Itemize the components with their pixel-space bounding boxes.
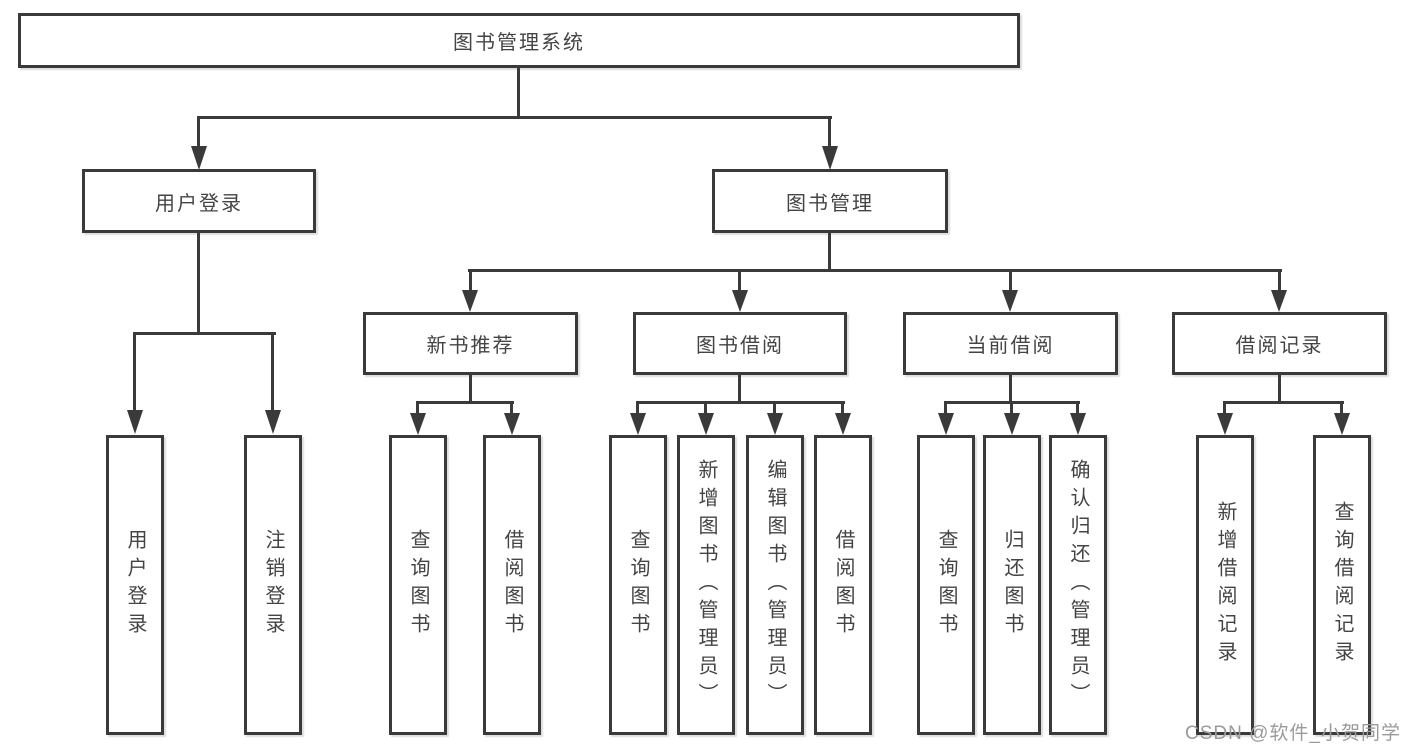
arrowhead-down-icon <box>835 413 851 435</box>
arrowhead-down-icon <box>127 410 143 434</box>
connector-stub-leaf <box>416 401 419 414</box>
connector-stub-user-login <box>197 116 200 146</box>
connector-group-drop <box>1278 375 1281 404</box>
connector-root-drop <box>517 68 520 118</box>
arrowhead-down-icon <box>1070 413 1086 435</box>
connector-stub-leaf <box>133 332 136 410</box>
connector-stub-leaf <box>1340 401 1343 414</box>
arrowhead-down-icon <box>462 290 478 312</box>
leaf-logout: 注销登录 <box>244 435 302 735</box>
node-library-management-system: 图书管理系统 <box>18 13 1020 68</box>
connector-group-horizontal <box>1223 401 1344 404</box>
leaf-user-login: 用户登录 <box>106 435 164 735</box>
connector-stub-leaf <box>841 401 844 414</box>
connector-level3-horizontal <box>468 269 1282 272</box>
leaf-add-borrow-record: 新增借阅记录 <box>1196 435 1254 735</box>
leaf-query-books: 查询图书 <box>389 435 447 735</box>
connector-stub-book-borrow <box>738 269 741 290</box>
connector-stub-current-borrow <box>1009 269 1012 290</box>
connector-group-drop <box>738 375 741 404</box>
leaf-return-books: 归还图书 <box>983 435 1041 735</box>
leaf-add-books-admin: 新增图书（管理员） <box>677 435 735 735</box>
leaf-borrow-books: 借阅图书 <box>814 435 872 735</box>
node-user-login: 用户登录 <box>82 169 316 233</box>
connector-stub-new-book <box>469 269 472 290</box>
node-borrow-records: 借阅记录 <box>1172 312 1387 375</box>
connector-user-login-horizontal <box>133 332 276 335</box>
leaf-query-books: 查询图书 <box>609 435 667 735</box>
connector-group-drop <box>1009 375 1012 404</box>
arrowhead-down-icon <box>822 146 838 170</box>
watermark: CSDN @软件_小贺同学 <box>1185 723 1401 744</box>
arrowhead-down-icon <box>265 410 281 434</box>
arrowhead-down-icon <box>732 290 748 312</box>
connector-stub-borrow-records <box>1278 269 1281 290</box>
arrowhead-down-icon <box>767 413 783 435</box>
arrowhead-down-icon <box>1217 413 1233 435</box>
arrowhead-down-icon <box>410 413 426 435</box>
connector-stub-book-management <box>828 116 831 146</box>
leaf-query-books: 查询图书 <box>917 435 975 735</box>
connector-stub-leaf <box>1010 401 1013 414</box>
arrowhead-down-icon <box>630 413 646 435</box>
arrowhead-down-icon <box>1271 290 1287 312</box>
arrowhead-down-icon <box>1004 413 1020 435</box>
leaf-query-borrow-record: 查询借阅记录 <box>1313 435 1371 735</box>
arrowhead-down-icon <box>191 146 207 170</box>
node-book-borrow: 图书借阅 <box>633 312 847 375</box>
connector-stub-leaf <box>773 401 776 414</box>
arrowhead-down-icon <box>1002 290 1018 312</box>
connector-stub-leaf <box>1223 401 1226 414</box>
leaf-edit-books-admin: 编辑图书（管理员） <box>746 435 804 735</box>
connector-level2-horizontal <box>197 116 832 119</box>
connector-user-login-drop <box>197 233 200 334</box>
connector-stub-leaf <box>944 401 947 414</box>
node-new-book-recommend: 新书推荐 <box>363 312 578 375</box>
leaf-confirm-return-admin: 确认归还（管理员） <box>1049 435 1107 735</box>
node-book-management: 图书管理 <box>712 169 948 233</box>
arrowhead-down-icon <box>504 413 520 435</box>
connector-stub-leaf <box>636 401 639 414</box>
connector-stub-leaf <box>510 401 513 414</box>
connector-stub-leaf <box>1076 401 1079 414</box>
arrowhead-down-icon <box>698 413 714 435</box>
connector-stub-leaf <box>704 401 707 414</box>
connector-book-management-drop <box>828 233 831 271</box>
leaf-borrow-books: 借阅图书 <box>483 435 541 735</box>
arrowhead-down-icon <box>938 413 954 435</box>
connector-group-horizontal <box>636 401 845 404</box>
connector-group-drop <box>469 375 472 404</box>
node-current-borrow: 当前借阅 <box>903 312 1118 375</box>
arrowhead-down-icon <box>1334 413 1350 435</box>
connector-stub-leaf <box>271 332 274 410</box>
connector-group-horizontal <box>416 401 514 404</box>
